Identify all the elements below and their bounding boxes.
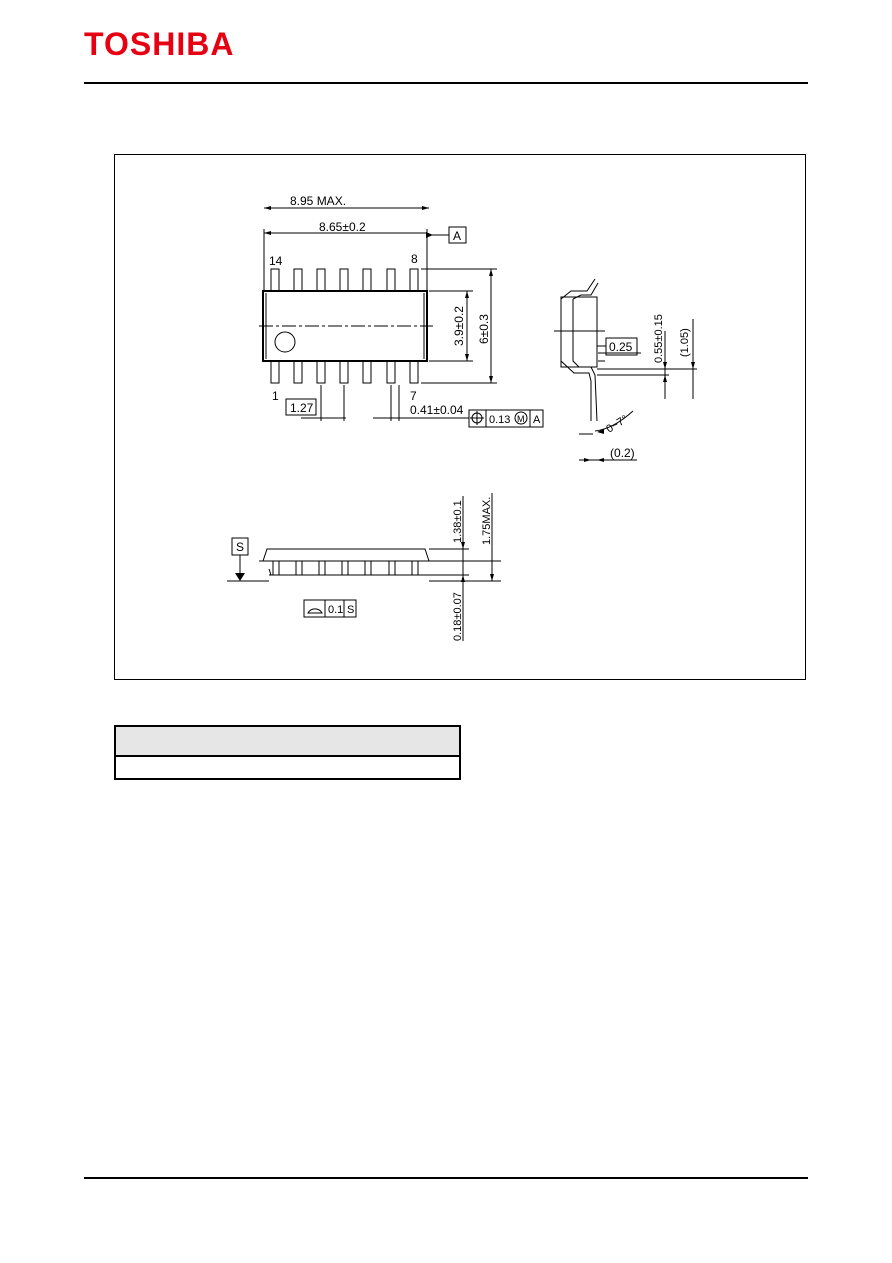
- pin-7-label: 7: [410, 389, 417, 403]
- mmc-symbol-icon: [514, 411, 528, 425]
- position-tolerance-label: 0.13: [489, 414, 510, 426]
- pin-1-label: 1: [272, 389, 279, 403]
- package-outline-svg: 8.95 MAX. 8.65±0.2 A 14 8 1 7: [227, 194, 697, 641]
- position-tolerance-frame: [468, 409, 544, 428]
- gauge-label: 0.25: [609, 340, 633, 354]
- header-rule: [84, 82, 808, 84]
- weight-table-value: [116, 757, 459, 778]
- lead-width-label: 0.41±0.04: [410, 403, 464, 417]
- mmc-label: M: [517, 414, 525, 424]
- footer-rule: [84, 1177, 808, 1179]
- pitch-label: 1.27: [290, 401, 314, 415]
- overall-length-max-label: 8.95 MAX.: [290, 194, 346, 208]
- pin-14-label: 14: [269, 254, 283, 268]
- weight-table-header: [116, 727, 459, 757]
- position-datum-label: A: [533, 414, 541, 426]
- body-length-label: 8.65±0.2: [319, 220, 366, 234]
- coplanarity-icon: [307, 608, 323, 614]
- foot-ref-label: (1.05): [679, 328, 691, 357]
- side-view: [554, 278, 697, 422]
- datum-s-label: S: [236, 540, 244, 554]
- overall-width-label: 6±0.3: [477, 314, 491, 344]
- foot-length-label: 0.55±0.15: [653, 314, 665, 363]
- front-view-body: [259, 548, 433, 576]
- height-max-label: 1.75MAX.: [481, 497, 493, 545]
- upper-leads: [270, 268, 419, 292]
- body-width-label: 3.9±0.2: [452, 306, 466, 346]
- package-drawing: 8.95 MAX. 8.65±0.2 A 14 8 1 7: [114, 154, 806, 680]
- datum-a-box: [448, 226, 467, 244]
- coplanarity-frame: [303, 599, 357, 618]
- coplanarity-datum-label: S: [347, 604, 354, 616]
- toshiba-logo: TOSHIBA: [84, 26, 235, 62]
- lead-thickness-label: (0.2): [610, 446, 635, 460]
- standoff-label: 0.18±0.07: [452, 592, 464, 641]
- pin1-marker: [274, 331, 296, 353]
- lower-leads: [270, 360, 419, 384]
- coplanarity-label: 0.1: [328, 604, 343, 616]
- datum-a-label: A: [453, 229, 461, 243]
- pitch-box: [285, 398, 317, 416]
- body-height-label: 1.38±0.1: [452, 500, 464, 543]
- pin-8-label: 8: [411, 252, 418, 266]
- weight-table: [114, 725, 461, 780]
